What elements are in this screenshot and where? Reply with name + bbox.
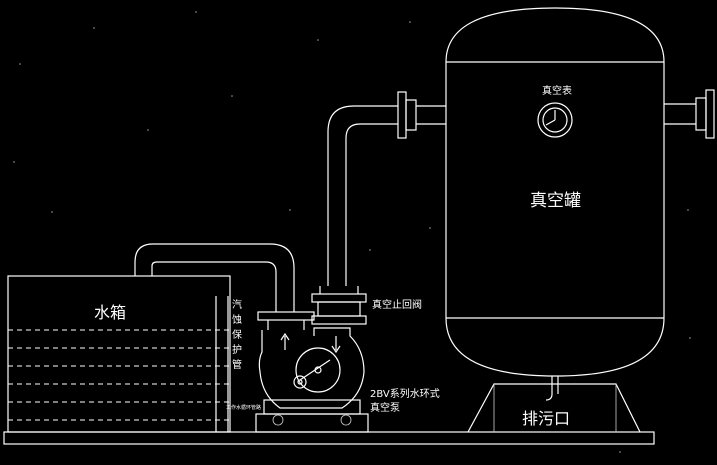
pump-inlet-flange [257,311,315,330]
vacuum-tank-label: 真空罐 [530,191,581,211]
drain-pipe [545,376,559,401]
drain-label: 排污口 [522,409,570,428]
tank-outlet-flange-right [664,89,715,139]
water-tank [7,275,231,433]
tank-inlet-flange-left [397,91,446,139]
steam-pipe-char-5: 管 [232,358,242,371]
steam-protection-pipe [215,296,229,432]
vacuum-tank [445,7,665,377]
steam-pipe-char-4: 护 [232,343,242,356]
steam-pipe-char-2: 蚀 [232,313,242,326]
vacuum-pump [255,327,369,433]
steam-pipe-char-3: 保 [232,328,242,341]
pump-label-line2: 真空泵 [370,401,400,414]
suction-pipe-arch [134,243,295,312]
vacuum-gauge [537,102,573,138]
check-valve [311,286,367,325]
steam-pipe-char-1: 汽 [232,298,242,311]
pump-label-line1: 2BV系列水环式 [370,387,440,400]
check-valve-label: 真空止回阀 [372,298,422,311]
background-dots [13,11,691,453]
pump-water-loop-label: 工作水循环管路 [226,404,261,411]
tank-support [467,383,641,433]
ground-slab [3,431,655,445]
water-tank-label: 水箱 [94,303,126,322]
steam-pipe-label: 汽 蚀 保 护 管 [232,298,242,371]
vacuum-gauge-label: 真空表 [542,84,572,97]
riser-pipe [327,105,398,286]
